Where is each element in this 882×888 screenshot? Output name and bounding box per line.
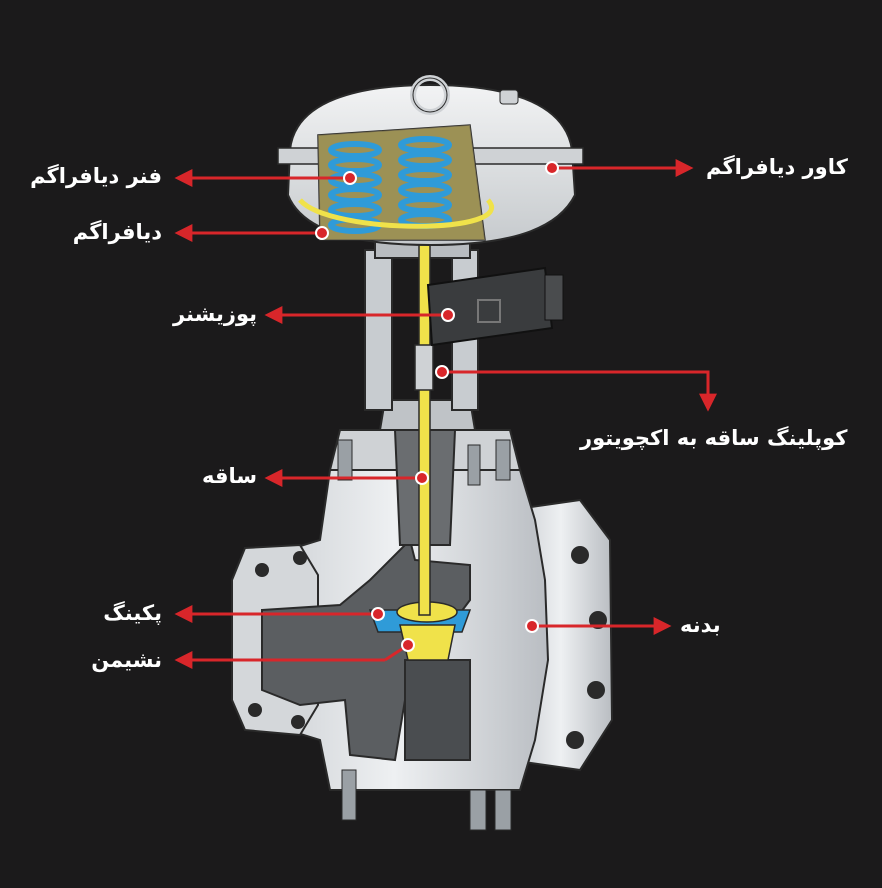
label-diaphragm-spring: فنر دیافراگم [30,164,162,188]
label-stem: ساقه [201,464,257,488]
label-stem-coupling: کوپلینگ ساقه به اکچویتور [580,426,848,450]
label-body: بدنه [680,613,721,637]
label-seat: نشیمن [91,648,162,672]
label-positioner: پوزیشنر [172,302,257,326]
callout-dots [315,161,559,652]
label-packing: پکینگ [103,601,162,625]
leader-lines [174,159,717,669]
valve-body [231,399,614,831]
positioner [426,266,564,347]
actuator [277,75,584,247]
label-diaphragm: دیافراگم [72,220,162,244]
label-diaphragm-cover: کاور دیافراگم [706,155,848,179]
